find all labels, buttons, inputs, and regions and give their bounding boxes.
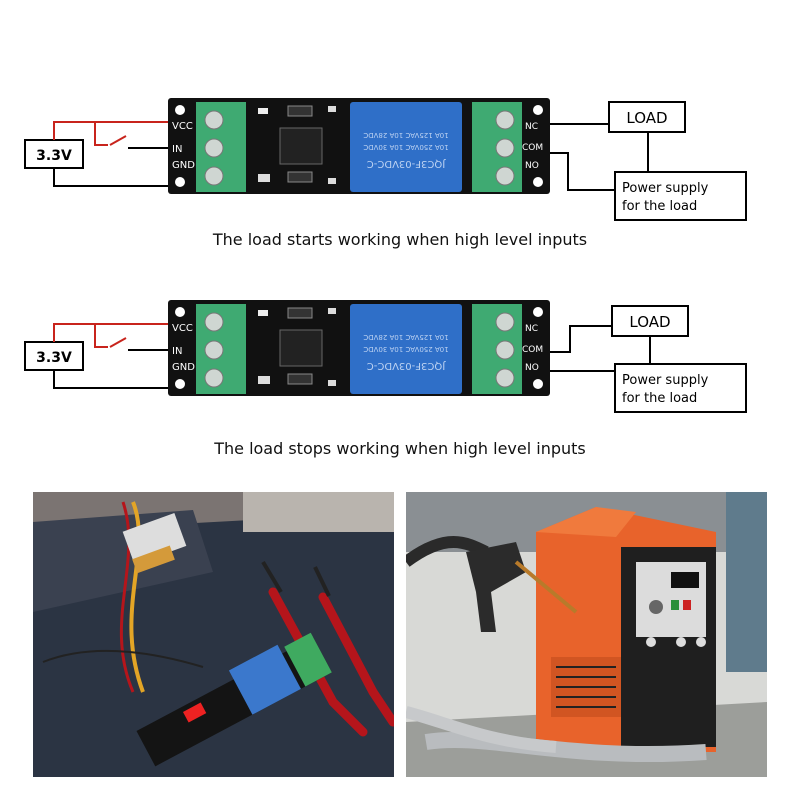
- load-box: [611, 305, 689, 337]
- mount-hole: [175, 177, 185, 187]
- terminal-screw-icon: [495, 340, 515, 360]
- terminal-screw-icon: [495, 110, 515, 130]
- mount-hole: [533, 177, 543, 187]
- pin-com-label: COM: [522, 345, 543, 355]
- terminal-screw-icon: [204, 312, 224, 332]
- relay-rating-text: 10A 125VAC 10A 28VDC: [363, 333, 448, 341]
- pin-in-label: IN: [172, 346, 182, 357]
- optocoupler-chip: [279, 329, 323, 367]
- relay-module: [350, 102, 462, 192]
- supply-label: 3.3V: [36, 350, 72, 366]
- terminal-screw-icon: [495, 312, 515, 332]
- terminal-screw-icon: [495, 138, 515, 158]
- smd-component: [328, 308, 336, 314]
- pin-com-label: COM: [522, 143, 543, 153]
- vcc-wire: [53, 323, 172, 342]
- power-supply-box: [614, 363, 747, 413]
- gnd-wire: [53, 370, 172, 389]
- jumper-header: [287, 105, 313, 117]
- terminal-screw-icon: [204, 340, 224, 360]
- bottom-caption: The load stops working when high level i…: [214, 439, 586, 458]
- com-wire: [550, 325, 612, 353]
- smd-component: [328, 380, 336, 386]
- jumper-header: [287, 373, 313, 385]
- pin-gnd-label: GND: [172, 160, 195, 171]
- mount-hole: [533, 307, 543, 317]
- diagram-bottom: 3.3V VCC IN GND JQC3F-03VDC-C 10A 250VAC…: [24, 300, 747, 413]
- relay-model-text: JQC3F-03VDC-C: [367, 158, 446, 169]
- pin-nc-label: NC: [525, 324, 538, 334]
- pin-no-label: NO: [525, 363, 539, 373]
- led-indicator: [258, 376, 270, 384]
- power-supply-label: for the load: [622, 391, 697, 406]
- top-caption: The load starts working when high level …: [212, 230, 588, 249]
- pin-in-label: IN: [172, 144, 182, 155]
- power-supply-box: [614, 171, 747, 221]
- pin-vcc-label: VCC: [172, 323, 193, 334]
- led-indicator: [258, 174, 270, 182]
- smd-component: [328, 178, 336, 184]
- pin-gnd-label: GND: [172, 362, 195, 373]
- photo-relay-on-desk: [33, 492, 394, 777]
- terminal-screw-icon: [204, 368, 224, 388]
- terminal-screw-icon: [204, 110, 224, 130]
- load-label: LOAD: [629, 313, 670, 331]
- load-label: LOAD: [626, 109, 667, 127]
- terminal-screw-icon: [204, 138, 224, 158]
- load-box: [608, 101, 686, 133]
- gnd-wire: [53, 168, 172, 187]
- pin-vcc-label: VCC: [172, 121, 193, 132]
- terminal-screw-icon: [204, 166, 224, 186]
- supply-label: 3.3V: [36, 148, 72, 164]
- switch-icon: [109, 135, 127, 146]
- relay-rating-text: 10A 250VAC 10A 30VDC: [363, 345, 448, 353]
- relay-model-text: JQC3F-03VDC-C: [367, 360, 446, 371]
- photo-welding-machine: [406, 492, 767, 777]
- mount-hole: [175, 379, 185, 389]
- power-supply-label: Power supply: [622, 373, 709, 388]
- switch-icon: [109, 337, 127, 348]
- smd-component: [258, 310, 268, 316]
- power-supply-label: Power supply: [622, 181, 709, 196]
- relay-rating-text: 10A 125VAC 10A 28VDC: [363, 131, 448, 139]
- smd-component: [328, 106, 336, 112]
- jumper-header: [287, 171, 313, 183]
- mount-hole: [533, 105, 543, 115]
- terminal-screw-icon: [495, 166, 515, 186]
- mount-hole: [175, 105, 185, 115]
- optocoupler-chip: [279, 127, 323, 165]
- com-wire: [550, 152, 615, 191]
- mount-hole: [175, 307, 185, 317]
- jumper-header: [287, 307, 313, 319]
- terminal-screw-icon: [495, 368, 515, 388]
- switch-wire: [94, 324, 108, 348]
- relay-rating-text: 10A 250VAC 10A 30VDC: [363, 143, 448, 151]
- mount-hole: [533, 379, 543, 389]
- switch-wire: [94, 122, 108, 146]
- vcc-wire: [53, 121, 172, 140]
- pin-nc-label: NC: [525, 122, 538, 132]
- pin-no-label: NO: [525, 161, 539, 171]
- relay-module: [350, 304, 462, 394]
- smd-component: [258, 108, 268, 114]
- diagram-top: 3.3V VCC IN GND JQC3F-03VDC: [24, 98, 747, 221]
- power-supply-label: for the load: [622, 199, 697, 214]
